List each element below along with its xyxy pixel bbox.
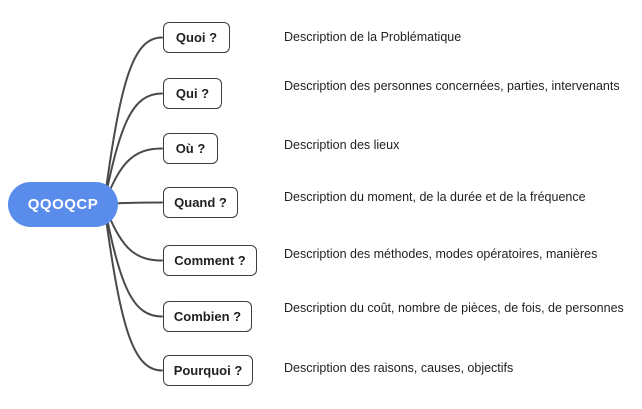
branch-box-ou[interactable]: Où ?: [163, 133, 218, 164]
branch-label: Quand ?: [174, 195, 227, 210]
branch-description-quoi: Description de la Problématique: [284, 30, 462, 44]
connector-line-combien: [103, 203, 163, 318]
branch-label: Comment ?: [174, 253, 246, 268]
central-node-label: QQOQCP: [27, 196, 99, 213]
branch-box-qui[interactable]: Qui ?: [163, 78, 222, 109]
branch-box-pourquoi[interactable]: Pourquoi ?: [163, 355, 253, 386]
branch-description-quand: Description du moment, de la durée et de…: [284, 190, 586, 204]
branch-box-quoi[interactable]: Quoi ?: [163, 22, 230, 53]
branch-description-qui: Description des personnes concernées, pa…: [284, 79, 620, 93]
branch-box-combien[interactable]: Combien ?: [163, 301, 252, 332]
branch-description-comment: Description des méthodes, modes opératoi…: [284, 247, 598, 261]
connector-line-pourquoi: [103, 203, 163, 372]
branch-description-combien: Description du coût, nombre de pièces, d…: [284, 301, 624, 315]
central-node-qqoqcp[interactable]: QQOQCP: [8, 182, 118, 227]
connector-line-qui: [103, 92, 163, 205]
connector-line-quoi: [103, 36, 163, 205]
branch-label: Pourquoi ?: [173, 363, 243, 378]
branch-box-quand[interactable]: Quand ?: [163, 187, 238, 218]
branch-description-pourquoi: Description des raisons, causes, objecti…: [284, 361, 514, 375]
branch-box-comment[interactable]: Comment ?: [163, 245, 257, 276]
branch-description-ou: Description des lieux: [284, 138, 400, 152]
branch-label: Quoi ?: [175, 30, 218, 45]
branch-label: Où ?: [175, 141, 206, 156]
branch-label: Combien ?: [173, 309, 242, 324]
branch-label: Qui ?: [175, 86, 210, 101]
